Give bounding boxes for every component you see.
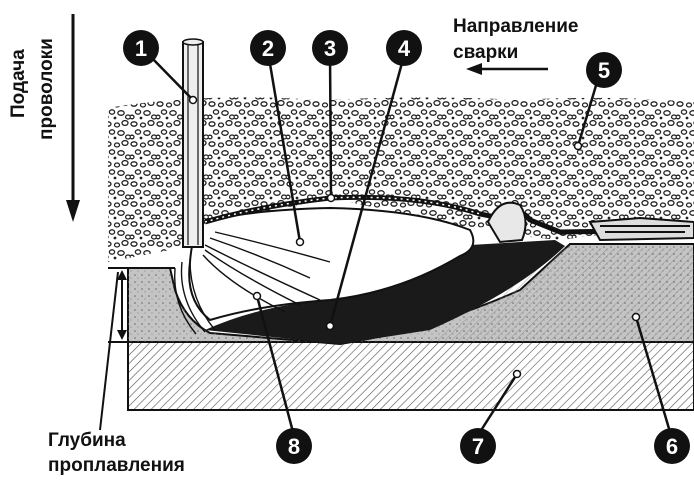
wire-feed-arrow <box>66 14 80 222</box>
marker-7: 7 <box>460 428 496 464</box>
marker-5: 5 <box>586 52 622 88</box>
wire-feed-label-line2: проволоки <box>36 38 58 140</box>
base-metal-lower <box>128 342 694 410</box>
electrode-wire <box>183 39 203 247</box>
marker-1-label: 1 <box>135 36 147 61</box>
weld-direction-label-line1: Направление <box>453 16 578 38</box>
marker-2-label: 2 <box>262 36 274 61</box>
marker-7-label: 7 <box>472 434 484 459</box>
weld-direction-arrow <box>466 63 548 75</box>
marker-1: 1 <box>123 30 159 66</box>
wire-feed-label-line1: Подача <box>8 49 30 118</box>
penetration-label-line1: Глубина <box>48 430 126 452</box>
marker-8: 8 <box>276 428 312 464</box>
marker-6: 6 <box>654 428 690 464</box>
penetration-label-line2: проплавления <box>48 455 185 477</box>
marker-5-label: 5 <box>598 58 610 83</box>
marker-2: 2 <box>250 30 286 66</box>
marker-4: 4 <box>386 30 422 66</box>
marker-3-label: 3 <box>324 36 336 61</box>
marker-8-label: 8 <box>288 434 300 459</box>
marker-4-label: 4 <box>398 36 411 61</box>
weld-direction-label-line2: сварки <box>453 42 518 64</box>
marker-6-label: 6 <box>666 434 678 459</box>
marker-3: 3 <box>312 30 348 66</box>
